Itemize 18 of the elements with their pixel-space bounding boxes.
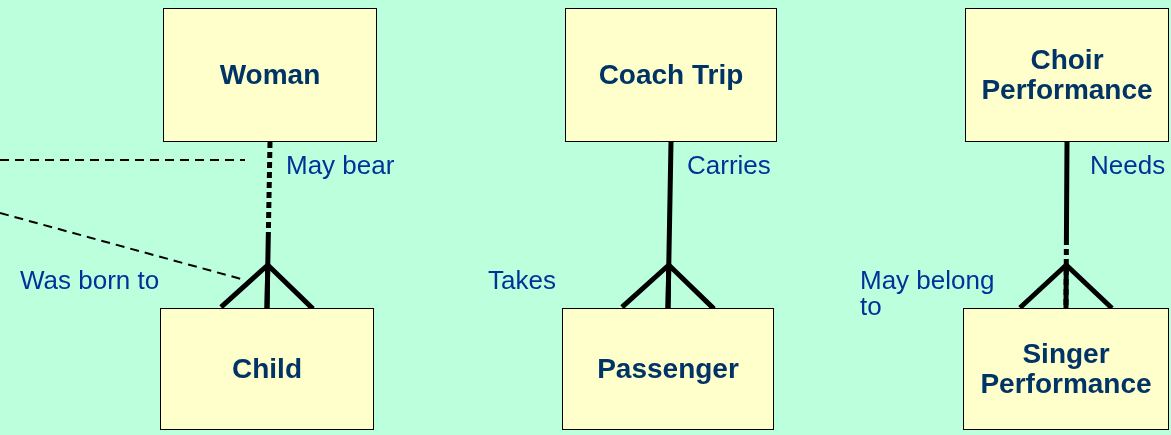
entity-name: Coach Trip [598,60,744,90]
edge-label: Needs [1090,152,1166,178]
relationship-label: Takes [488,267,556,293]
entity-name: Passenger [597,354,739,384]
entity-box [163,8,377,142]
entity-name: Singer Performance [979,339,1153,399]
entity-box [963,308,1169,430]
entity-box [562,308,774,430]
entity-name: Woman [219,60,321,90]
entity-box [160,308,374,430]
entity-name: Child [232,354,302,384]
relationship-label: May belong to [860,267,996,319]
entity-box [965,8,1169,142]
entity-box [565,8,777,142]
edge-label: Carries [687,152,771,178]
relationship-label: Was born to [20,267,160,293]
entity-name: Choir Performance [980,45,1154,105]
edge-label: May bear [286,152,395,178]
